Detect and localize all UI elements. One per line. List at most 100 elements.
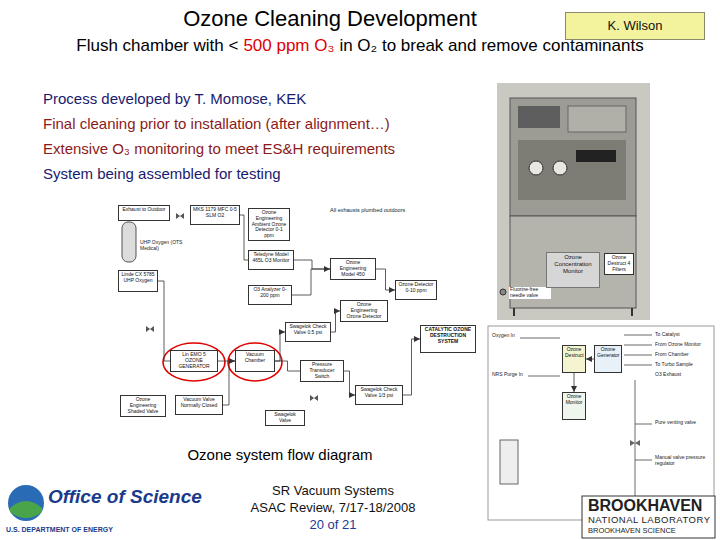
page-number: 20 of 21 bbox=[283, 518, 383, 533]
logo-text: Office of Science bbox=[48, 486, 202, 508]
schematic-panel bbox=[488, 326, 714, 520]
pipe-connector bbox=[344, 371, 355, 395]
valve-symbol bbox=[176, 213, 184, 219]
pipe-connector bbox=[586, 359, 594, 360]
photo-ground bbox=[497, 83, 650, 320]
node-text: Swagelok Valve bbox=[268, 412, 302, 424]
pipe-connector bbox=[294, 260, 330, 269]
node-text: Ozone Destruct 4 Filters bbox=[607, 255, 631, 272]
photo-callout: Ozone Destruct 4 Filters bbox=[604, 253, 634, 275]
pipe-connector bbox=[223, 361, 235, 405]
node-text: Swagelok Check Valve 0.5 psi bbox=[288, 324, 328, 336]
component-box: Swagelok Check Valve 0.5 psi bbox=[285, 322, 331, 342]
figure-caption: Ozone system flow diagram bbox=[135, 446, 425, 463]
pipe bbox=[635, 380, 636, 505]
component-box: Lin EMO 5 OZONE GENERATOR bbox=[170, 350, 218, 372]
port-label: Manual valve pressure regulator bbox=[655, 455, 712, 467]
slide-title: Ozone Cleaning Development bbox=[140, 6, 520, 31]
cart-leg bbox=[631, 308, 633, 316]
component-box: Ozone Detector 0-10 ppm bbox=[395, 280, 437, 300]
pipe bbox=[528, 376, 560, 377]
doe-seal bbox=[10, 501, 42, 518]
bullet: Final cleaning prior to installation (af… bbox=[43, 115, 390, 132]
component-box: Ozone Generator bbox=[594, 345, 622, 373]
pipe bbox=[635, 460, 652, 461]
port-label: Pure venting valve bbox=[655, 420, 712, 426]
bullet: Process developed by T. Momose, KEK bbox=[43, 90, 306, 107]
component-box: Ozone Engineering Ozone Detector bbox=[340, 300, 388, 322]
port-label: NRS Purge In bbox=[492, 372, 526, 378]
node-text: Teledyne Model 465L O3 Monitor bbox=[251, 252, 291, 264]
node-text: Ozone Detector 0-10 ppm bbox=[398, 282, 434, 294]
pipe-connector bbox=[275, 332, 285, 361]
pipe bbox=[624, 365, 652, 366]
port-label: To Catalyst bbox=[655, 332, 712, 338]
logo-text: BROOKHAVEN bbox=[588, 497, 702, 515]
node-text: CATALYTIC OZONE DESTRUCTION SYSTEM bbox=[423, 327, 473, 344]
component-box: Ozone Engineering Shaded Valve bbox=[120, 395, 166, 417]
component-box: Ozone Engineering Model 450 bbox=[330, 258, 376, 280]
part-label: UHP Oxygen (OTS Medical) bbox=[140, 240, 184, 252]
valve-symbol bbox=[630, 440, 640, 446]
node-text: Exhaust to Outdoor bbox=[121, 207, 167, 213]
component-box: Vacuum Valve Normally Closed bbox=[175, 395, 223, 415]
component-box: Ozone Destruct bbox=[562, 345, 586, 373]
component-box: Vacuum Chamber bbox=[235, 350, 275, 372]
node-text: Ozone Destruct bbox=[565, 347, 583, 359]
gauge bbox=[529, 161, 543, 175]
logo-text: NATIONAL LABORATORY bbox=[588, 515, 710, 526]
footer: SR Vacuum Systems bbox=[233, 484, 433, 499]
node-text: Swagelok Check Valve 1/3 psi bbox=[358, 387, 400, 399]
author-box: K. Wilson bbox=[565, 12, 705, 40]
cart-top bbox=[510, 98, 636, 216]
node-text: Linde CX 5785 UHP Oxygen bbox=[121, 272, 155, 284]
subtitle: Flush chamber with < bbox=[76, 36, 238, 56]
node-text: MKS 1179 MFC 0-5 SLM O2 bbox=[193, 207, 237, 219]
valve-symbol bbox=[146, 326, 154, 332]
pipe-connector bbox=[574, 373, 575, 392]
highlight-ring bbox=[163, 343, 225, 381]
component-box: Swagelok Check Valve 1/3 psi bbox=[355, 385, 403, 405]
node-text: Ozone Monitor bbox=[565, 394, 583, 406]
port-label: From Chamber bbox=[655, 352, 712, 358]
component-box: CATALYTIC OZONE DESTRUCTION SYSTEM bbox=[420, 325, 476, 353]
component-box: Teledyne Model 465L O3 Monitor bbox=[248, 250, 294, 270]
node-text: Pressure Transducer Switch bbox=[303, 362, 341, 379]
note: All exhausts plumbed outdoors bbox=[330, 207, 410, 213]
node-text: Ozone Engineering Ambient Ozone Detector… bbox=[251, 210, 287, 239]
node-text: Ozone Engineering Ozone Detector bbox=[343, 302, 385, 319]
instrument bbox=[568, 106, 626, 132]
logo-text: BROOKHAVEN SCIENCE bbox=[588, 527, 676, 536]
node-text: K. Wilson bbox=[608, 19, 663, 34]
port-label: O3 Exhaust bbox=[655, 372, 712, 378]
pipe-connector bbox=[331, 311, 340, 332]
highlight-ring bbox=[228, 343, 282, 381]
node-text: Ozone Engineering Model 450 bbox=[333, 260, 373, 277]
component-box: Swagelok Valve bbox=[265, 410, 305, 426]
bnl-logo-box bbox=[582, 496, 715, 538]
pipe-connector bbox=[275, 361, 300, 371]
component-box: Exhaust to Outdoor bbox=[118, 205, 170, 221]
pipe-connector bbox=[403, 339, 420, 395]
pipe-connector bbox=[376, 269, 395, 290]
node-text: Ozone Generator bbox=[597, 347, 619, 359]
cart-cabinet bbox=[510, 216, 636, 308]
node-text: Ozone Concentration Monitor bbox=[549, 254, 597, 275]
logo-text: U.S. DEPARTMENT OF ENERGY bbox=[6, 526, 113, 534]
port-label: From Ozone Monitor bbox=[655, 342, 712, 348]
port-label: To Turbo Sample bbox=[655, 362, 712, 368]
component-box: Linde CX 5785 UHP Oxygen bbox=[118, 270, 158, 292]
pipe bbox=[624, 355, 652, 356]
pipe bbox=[624, 345, 652, 346]
pipe bbox=[520, 338, 560, 339]
pipe-connector bbox=[292, 269, 330, 295]
valve-symbol bbox=[310, 395, 318, 401]
node-text: Ozone Engineering Shaded Valve bbox=[123, 397, 163, 414]
component-box: Ozone Monitor bbox=[562, 392, 586, 420]
doe-seal bbox=[8, 485, 44, 521]
bullet: Extensive O₃ monitoring to meet ES&H req… bbox=[43, 140, 395, 157]
instrument bbox=[518, 106, 560, 128]
component-box: MKS 1179 MFC 0-5 SLM O2 bbox=[190, 205, 240, 225]
pipe-connector bbox=[158, 281, 170, 361]
